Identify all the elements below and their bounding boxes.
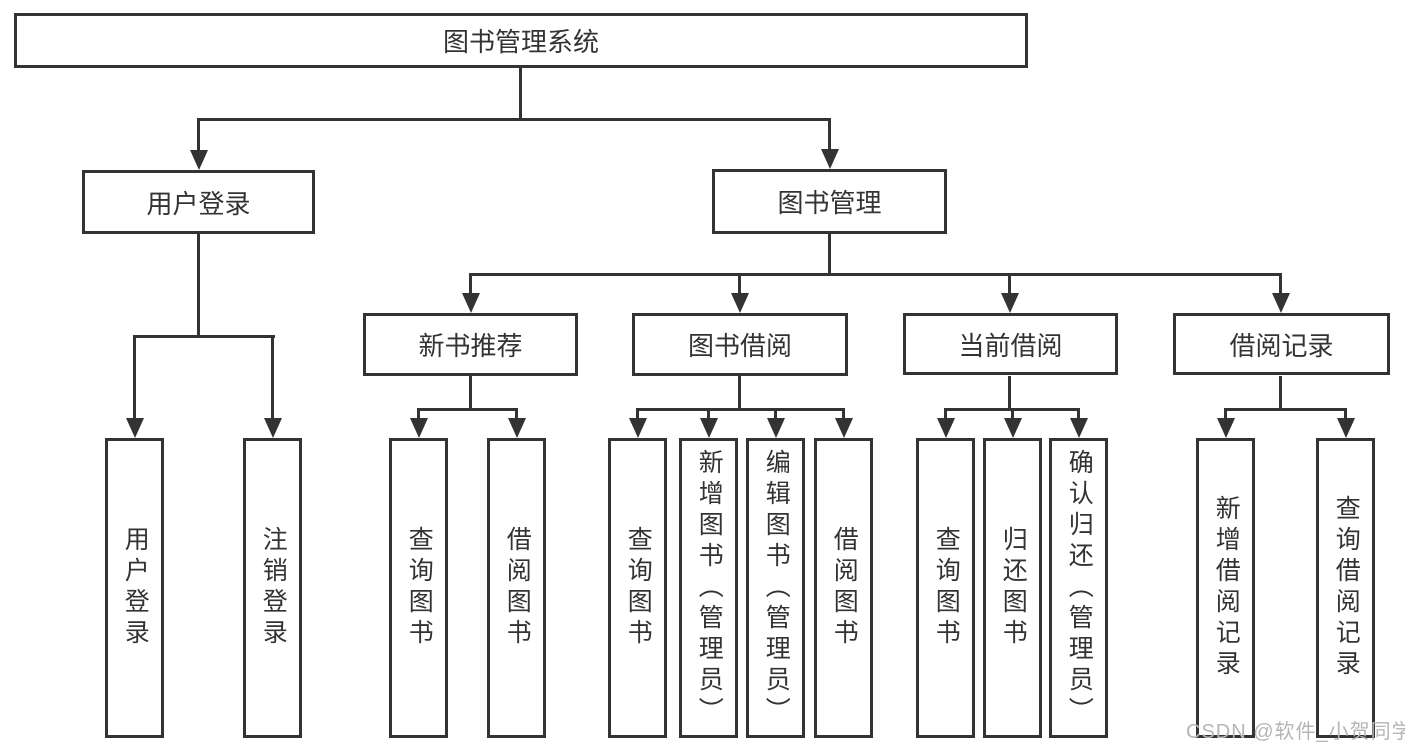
connector-vline: [1011, 408, 1014, 418]
connector-vline: [519, 68, 522, 121]
leaf-newbook-borrow: 借阅图书: [487, 438, 546, 738]
arrowhead-down-icon: [821, 149, 839, 169]
connector-vline: [469, 273, 472, 293]
arrowhead-down-icon: [1217, 418, 1235, 438]
connector-vline: [1008, 376, 1011, 408]
arrowhead-down-icon: [1272, 293, 1290, 313]
csdn-watermark: CSDN @软件_小贺同学: [1186, 721, 1405, 743]
arrowhead-down-icon: [1004, 418, 1022, 438]
node-book-management-label: 图书管理: [777, 188, 882, 218]
arrowhead-down-icon: [835, 418, 853, 438]
connector-vline: [738, 273, 741, 293]
arrowhead-down-icon: [126, 418, 144, 438]
connector-hline: [417, 408, 518, 411]
leaf-records-add: 新增借阅记录: [1196, 438, 1255, 738]
arrowhead-down-icon: [937, 418, 955, 438]
leaf-current-query: 查询图书: [916, 438, 975, 738]
node-user-login-label: 用户登录: [146, 188, 251, 219]
arrowhead-down-icon: [1070, 418, 1088, 438]
leaf-borrow-edit-label: 编辑图书（管理员）: [762, 448, 791, 728]
connector-vline: [636, 408, 639, 418]
connector-vline: [197, 118, 200, 150]
leaf-current-return-label: 归还图书: [999, 526, 1028, 650]
leaf-current-confirm-label: 确认归还（管理员）: [1065, 448, 1094, 728]
node-library-system: 图书管理系统: [14, 13, 1028, 68]
connector-hline: [133, 335, 275, 338]
leaf-borrow-edit: 编辑图书（管理员）: [746, 438, 805, 738]
leaf-user-login: 用户登录: [105, 438, 164, 738]
leaf-borrow-borrow-label: 借阅图书: [830, 526, 859, 650]
node-library-system-label: 图书管理系统: [442, 27, 599, 57]
leaf-records-add-label: 新增借阅记录: [1212, 495, 1241, 681]
connector-vline: [1279, 376, 1282, 408]
connector-vline: [1344, 408, 1347, 418]
leaf-borrow-add: 新增图书（管理员）: [679, 438, 738, 738]
arrowhead-down-icon: [462, 293, 480, 313]
connector-vline: [417, 408, 420, 418]
arrowhead-down-icon: [190, 150, 208, 170]
arrowhead-down-icon: [767, 418, 785, 438]
leaf-records-query-label: 查询借阅记录: [1332, 495, 1361, 681]
leaf-records-query: 查询借阅记录: [1316, 438, 1375, 738]
arrowhead-down-icon: [508, 418, 526, 438]
connector-vline: [828, 234, 831, 273]
leaf-borrow-add-label: 新增图书（管理员）: [695, 448, 724, 728]
leaf-current-return: 归还图书: [983, 438, 1042, 738]
node-new-book-recommend-label: 新书推荐: [418, 331, 523, 361]
node-borrow-records-label: 借阅记录: [1229, 330, 1334, 361]
arrowhead-down-icon: [410, 418, 428, 438]
connector-vline: [1008, 273, 1011, 293]
leaf-user-logout-label: 注销登录: [259, 526, 288, 650]
connector-vline: [469, 376, 472, 408]
connector-vline: [515, 408, 518, 418]
connector-hline: [197, 118, 831, 121]
node-book-borrow: 图书借阅: [632, 313, 848, 376]
connector-vline: [1279, 273, 1282, 293]
leaf-user-login-label: 用户登录: [121, 526, 150, 650]
connector-vline: [707, 408, 710, 418]
node-user-login: 用户登录: [82, 170, 315, 234]
connector-hline: [636, 408, 845, 411]
connector-vline: [774, 408, 777, 418]
connector-vline: [828, 118, 831, 149]
connector-vline: [842, 408, 845, 418]
leaf-current-confirm: 确认归还（管理员）: [1049, 438, 1108, 738]
leaf-borrow-query: 查询图书: [608, 438, 667, 738]
leaf-borrow-borrow: 借阅图书: [814, 438, 873, 738]
node-current-borrow: 当前借阅: [903, 313, 1118, 375]
leaf-current-query-label: 查询图书: [932, 526, 961, 650]
node-new-book-recommend: 新书推荐: [363, 313, 578, 376]
arrowhead-down-icon: [1337, 418, 1355, 438]
connector-hline: [1224, 408, 1347, 411]
leaf-newbook-query: 查询图书: [389, 438, 448, 738]
arrowhead-down-icon: [264, 418, 282, 438]
arrowhead-down-icon: [629, 418, 647, 438]
leaf-newbook-borrow-label: 借阅图书: [503, 526, 532, 650]
connector-vline: [1224, 408, 1227, 418]
leaf-user-logout: 注销登录: [243, 438, 302, 738]
node-book-management: 图书管理: [712, 169, 947, 234]
connector-vline: [197, 234, 200, 335]
node-borrow-records: 借阅记录: [1173, 313, 1390, 375]
leaf-newbook-query-label: 查询图书: [405, 526, 434, 650]
connector-vline: [1077, 408, 1080, 418]
arrowhead-down-icon: [700, 418, 718, 438]
leaf-borrow-query-label: 查询图书: [624, 526, 653, 650]
node-current-borrow-label: 当前借阅: [958, 330, 1063, 361]
connector-vline: [738, 376, 741, 408]
arrowhead-down-icon: [1001, 293, 1019, 313]
node-book-borrow-label: 图书借阅: [687, 331, 792, 361]
connector-vline: [944, 408, 947, 418]
connector-vline: [271, 335, 274, 418]
arrowhead-down-icon: [731, 293, 749, 313]
connector-hline: [469, 273, 1282, 276]
connector-vline: [133, 335, 136, 418]
